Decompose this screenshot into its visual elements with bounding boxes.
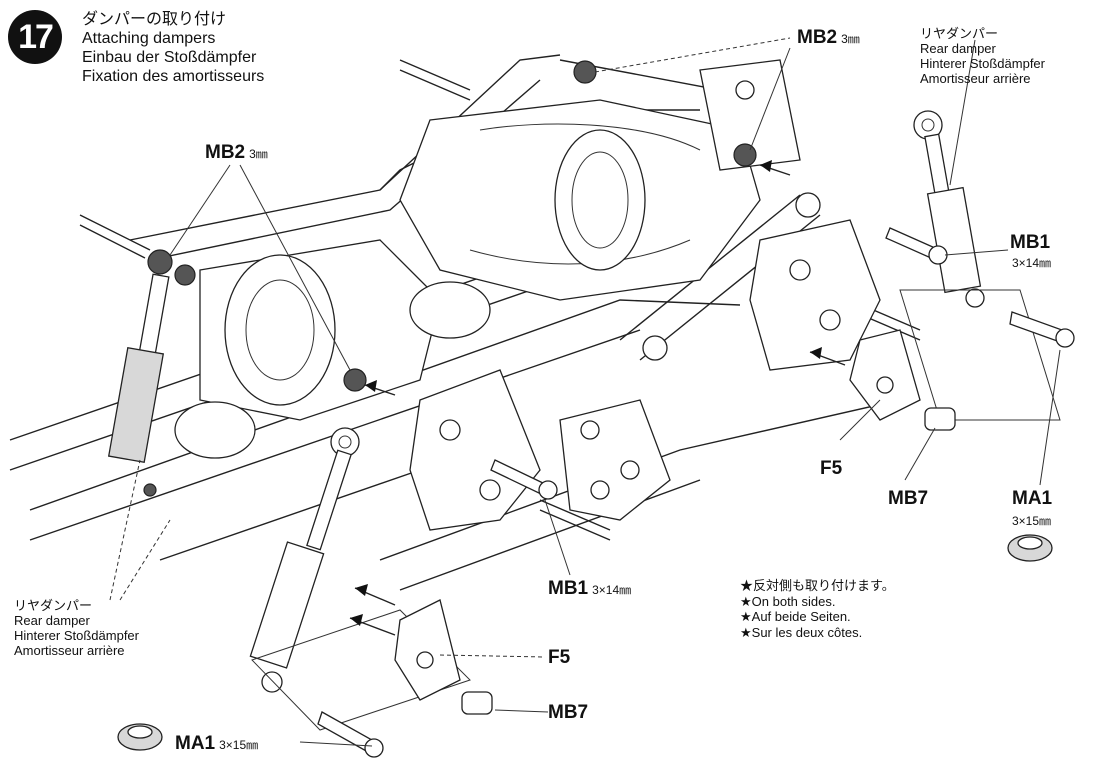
title-french: Fixation des amortisseurs: [82, 68, 265, 85]
label-f5-left: F5: [548, 647, 571, 668]
caption-english: Rear damper: [920, 41, 996, 56]
left-mounted-damper: [107, 249, 196, 464]
caption-english: Rear damper: [14, 613, 90, 628]
caption-german: Hinterer Stoßdämpfer: [920, 56, 1045, 71]
part-code: MB2: [797, 27, 838, 48]
part-code: MB1: [1010, 232, 1051, 253]
part-code: MA1: [1012, 488, 1053, 509]
caption-french: Amortisseur arrière: [920, 71, 1031, 86]
caption-rear-damper-left: リヤダンパー Rear damper Hinterer Stoßdämpfer …: [14, 598, 139, 658]
label-ma1-right: MA1: [1012, 488, 1052, 510]
note-german: ★Auf beide Seiten.: [740, 609, 851, 624]
leader-lines: [109, 37, 1061, 747]
title-english: Attaching dampers: [82, 30, 216, 47]
right-mount-bracket: [849, 289, 1075, 431]
part-size: 3×15㎜: [219, 738, 259, 752]
caption-japanese: リヤダンパー: [14, 598, 93, 613]
title-german: Einbau der Stoßdämpfer: [82, 49, 257, 66]
label-mb7-right: MB7: [888, 488, 929, 509]
label-mb1-right-size: 3×14㎜: [1012, 256, 1052, 270]
label-mb1-right: MB1: [1010, 232, 1050, 254]
caption-japanese: リヤダンパー: [920, 26, 999, 41]
direction-arrows: [349, 160, 846, 636]
part-size: 3㎜: [841, 32, 860, 46]
part-code: MB2: [205, 142, 246, 163]
axle-housing: [174, 99, 761, 459]
mb1-screws: [490, 227, 948, 500]
caption-german: Hinterer Stoßdämpfer: [14, 628, 139, 643]
step-title: ダンパーの取り付け Attaching dampers Einbau der S…: [82, 10, 264, 86]
right-exploded-damper: [913, 110, 985, 308]
step-number-badge: 17: [8, 10, 62, 64]
part-code: MA1: [175, 733, 216, 754]
note-japanese: ★反対側も取り付けます。: [740, 578, 895, 593]
caption-french: Amortisseur arrière: [14, 643, 125, 658]
both-sides-note: ★反対側も取り付けます。 ★On both sides. ★Auf beide …: [740, 578, 895, 640]
left-mount-bracket: [317, 599, 493, 758]
part-size: 3×14㎜: [592, 583, 632, 597]
title-japanese: ダンパーの取り付け: [82, 11, 227, 28]
caption-rear-damper-right: リヤダンパー Rear damper Hinterer Stoßdämpfer …: [920, 26, 1045, 86]
note-english: ★On both sides.: [740, 593, 836, 609]
ma1-washers: [117, 534, 1053, 751]
note-french: ★Sur les deux côtes.: [740, 624, 863, 640]
label-mb7-left: MB7: [548, 702, 589, 723]
left-exploded-damper: [249, 427, 471, 731]
label-ma1-right-size: 3×15㎜: [1012, 514, 1052, 528]
part-code: MB1: [548, 578, 589, 599]
part-size: 3㎜: [249, 147, 268, 161]
label-f5-right: F5: [820, 458, 843, 479]
left-hub-carrier: [409, 369, 671, 531]
